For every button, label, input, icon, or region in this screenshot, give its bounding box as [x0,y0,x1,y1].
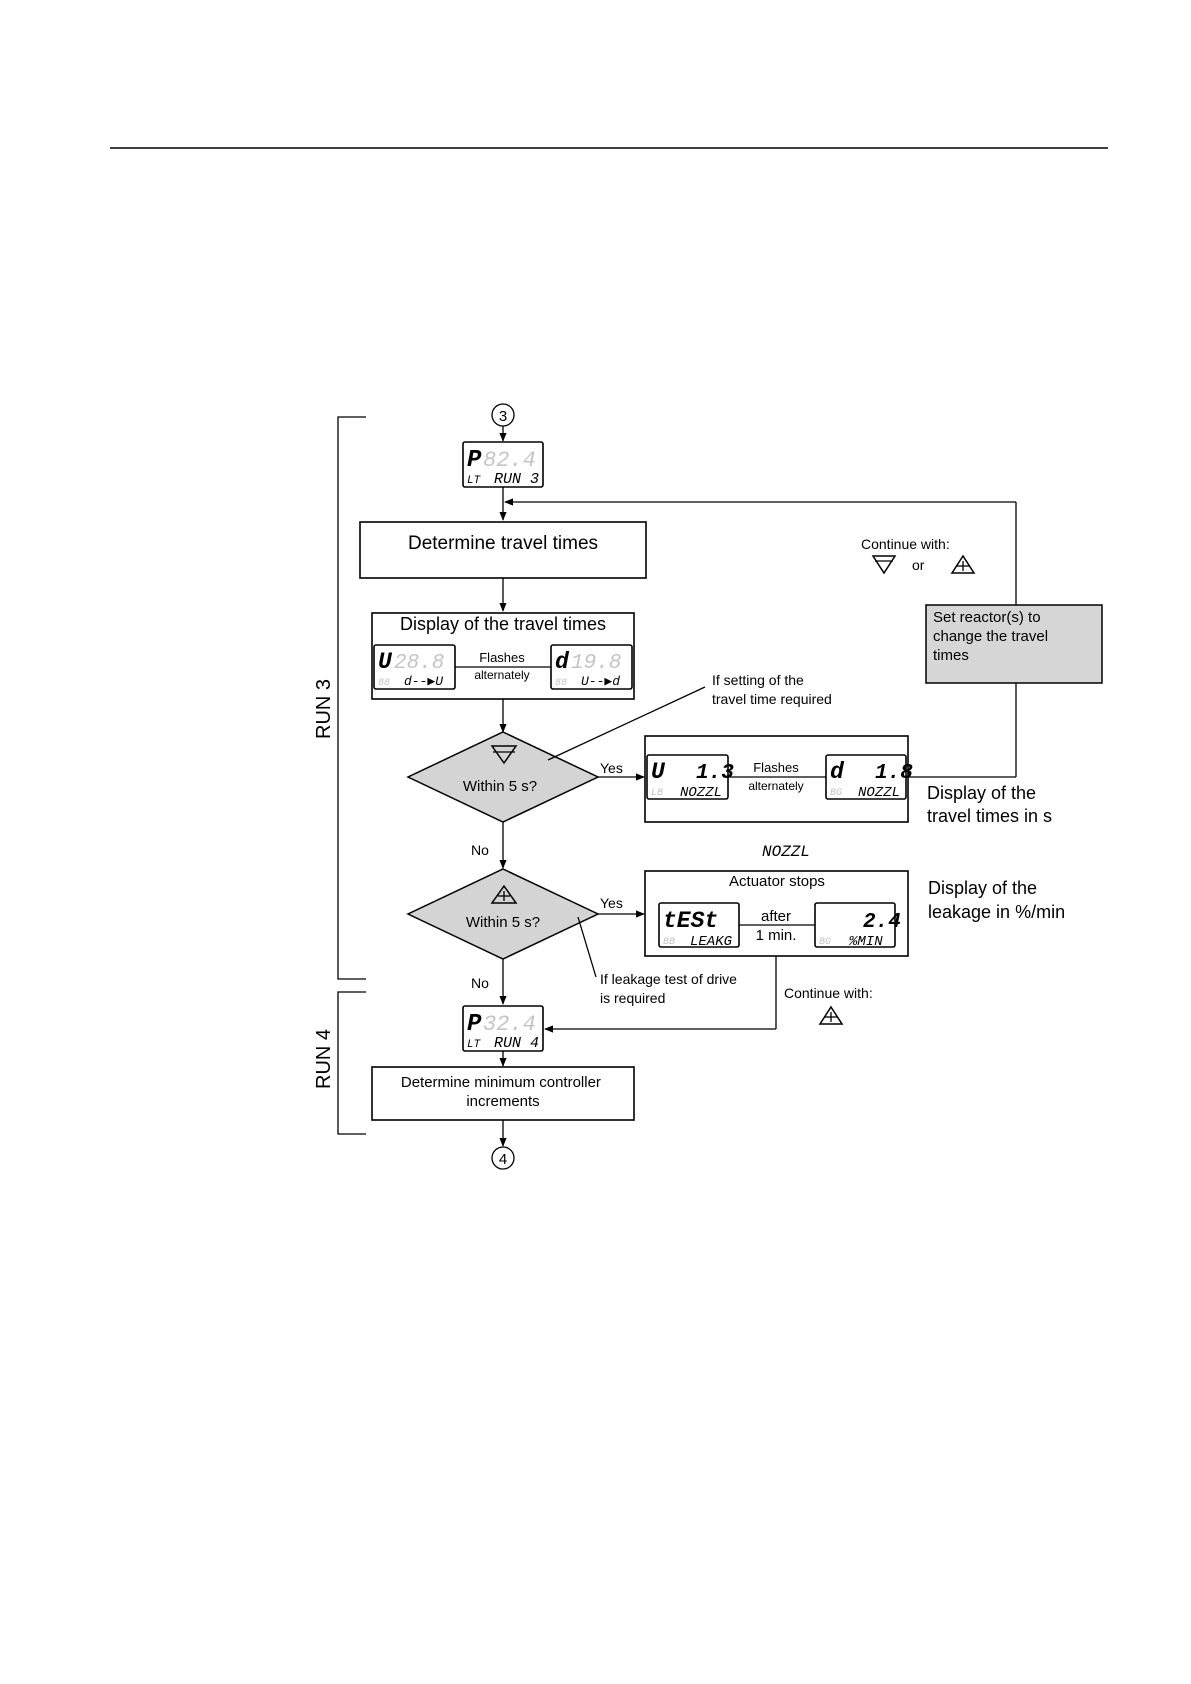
svg-text:P: P [467,1011,482,1038]
after-text: after [761,908,791,925]
svg-text:88: 88 [378,678,390,689]
svg-text:1.8: 1.8 [875,762,913,785]
lcd-travel-up: U 28.8 88 d--▶U [373,644,456,690]
svg-text:LT: LT [467,1039,482,1051]
up-triangle-plus-icon-top [950,554,976,574]
lcd-nozzle-up: U 1.3 LB NOZZL [646,754,734,801]
step-min-increments-text: Determine minimum controller increments [401,1074,605,1110]
nozzle-caption-1: Display of the [927,783,1036,803]
svg-text:d--▶U: d--▶U [404,674,443,689]
down-triangle-icon-top [871,555,897,575]
svg-text:BG: BG [830,788,842,799]
decision1-yes: Yes [600,760,623,776]
svg-text:U--▶d: U--▶d [581,674,620,689]
svg-text:LEAKG: LEAKG [690,934,733,950]
down-triangle-icon [490,745,518,765]
run4-label: RUN 4 [313,1029,335,1089]
svg-text:U: U [651,759,666,785]
up-triangle-plus-icon-bottom [818,1005,844,1025]
step-determine-travel-text: Determine travel times [408,533,598,554]
svg-text:RUN 4: RUN 4 [494,1035,539,1052]
decision2-yes: Yes [600,895,623,911]
flashes-text-2: Flashes [753,760,799,775]
svg-text:32.4: 32.4 [483,1012,536,1037]
svg-text:%MIN: %MIN [848,934,883,950]
svg-text:28.8: 28.8 [394,652,444,675]
svg-text:tESt: tESt [663,908,718,934]
svg-text:d: d [555,649,570,675]
alternately-text-1: alternately [474,668,529,682]
actuator-stops: Actuator stops [729,873,825,890]
nozzle-caption-2: travel times in s [927,806,1052,826]
leak-caption-2: leakage in %/min [928,902,1065,922]
run4-bracket [337,991,366,1135]
run3-label: RUN 3 [313,679,335,739]
decision1-label: Within 5 s? [463,778,537,795]
svg-text:2.4: 2.4 [863,911,901,934]
lcd-run4: P 32.4 LT RUN 4 [462,1005,544,1052]
lcd-run3: P 82.4 LT RUN 3 [462,441,544,488]
connector-end-label: 4 [499,1151,507,1168]
decision1-no: No [471,842,489,858]
svg-text:1.3: 1.3 [696,762,734,785]
nozzl-label: NOZZL [762,843,810,861]
svg-text:82.4: 82.4 [483,448,536,473]
svg-text:BG: BG [819,937,831,948]
svg-text:U: U [378,649,393,675]
continue-bottom-label: Continue with: [784,985,873,1001]
note-leakage: If leakage test of drive is required [600,971,741,1006]
svg-text:BB: BB [663,937,675,948]
note-travel-setting: If setting of the travel time required [712,672,832,707]
one-min-text: 1 min. [756,927,797,944]
set-reactor-box [925,604,1103,684]
set-reactor-text: Set reactor(s) to change the travel time… [933,609,1052,664]
run3-bracket [337,416,366,980]
continue-top-label: Continue with: [861,536,950,552]
connector-start-label: 3 [499,408,507,425]
connector-end [491,1146,515,1170]
svg-text:d: d [830,759,845,785]
step-determine-travel [359,521,647,579]
svg-text:LT: LT [467,475,482,487]
svg-text:LB: LB [651,788,663,799]
up-triangle-plus-icon [490,884,518,904]
svg-text:NOZZL: NOZZL [680,785,722,801]
svg-text:NOZZL: NOZZL [858,785,900,801]
display-travel-title: Display of the travel times [400,614,606,634]
continue-top-or: or [912,557,925,573]
svg-text:19.8: 19.8 [571,652,621,675]
svg-text:88: 88 [555,678,567,689]
svg-text:RUN 3: RUN 3 [494,471,539,488]
flashes-text-1: Flashes [479,650,525,665]
lcd-leak-test: tESt BB LEAKG [658,902,740,950]
decision2-label: Within 5 s? [466,914,540,931]
decision2-no: No [471,975,489,991]
lcd-travel-down: d 19.8 88 U--▶d [550,644,633,690]
leak-caption-1: Display of the [928,878,1037,898]
lcd-leak-result: 2.4 BG %MIN [814,902,901,950]
alternately-text-2: alternately [748,779,803,793]
lcd-nozzle-down: d 1.8 BG NOZZL [825,754,913,801]
svg-text:P: P [467,447,482,474]
